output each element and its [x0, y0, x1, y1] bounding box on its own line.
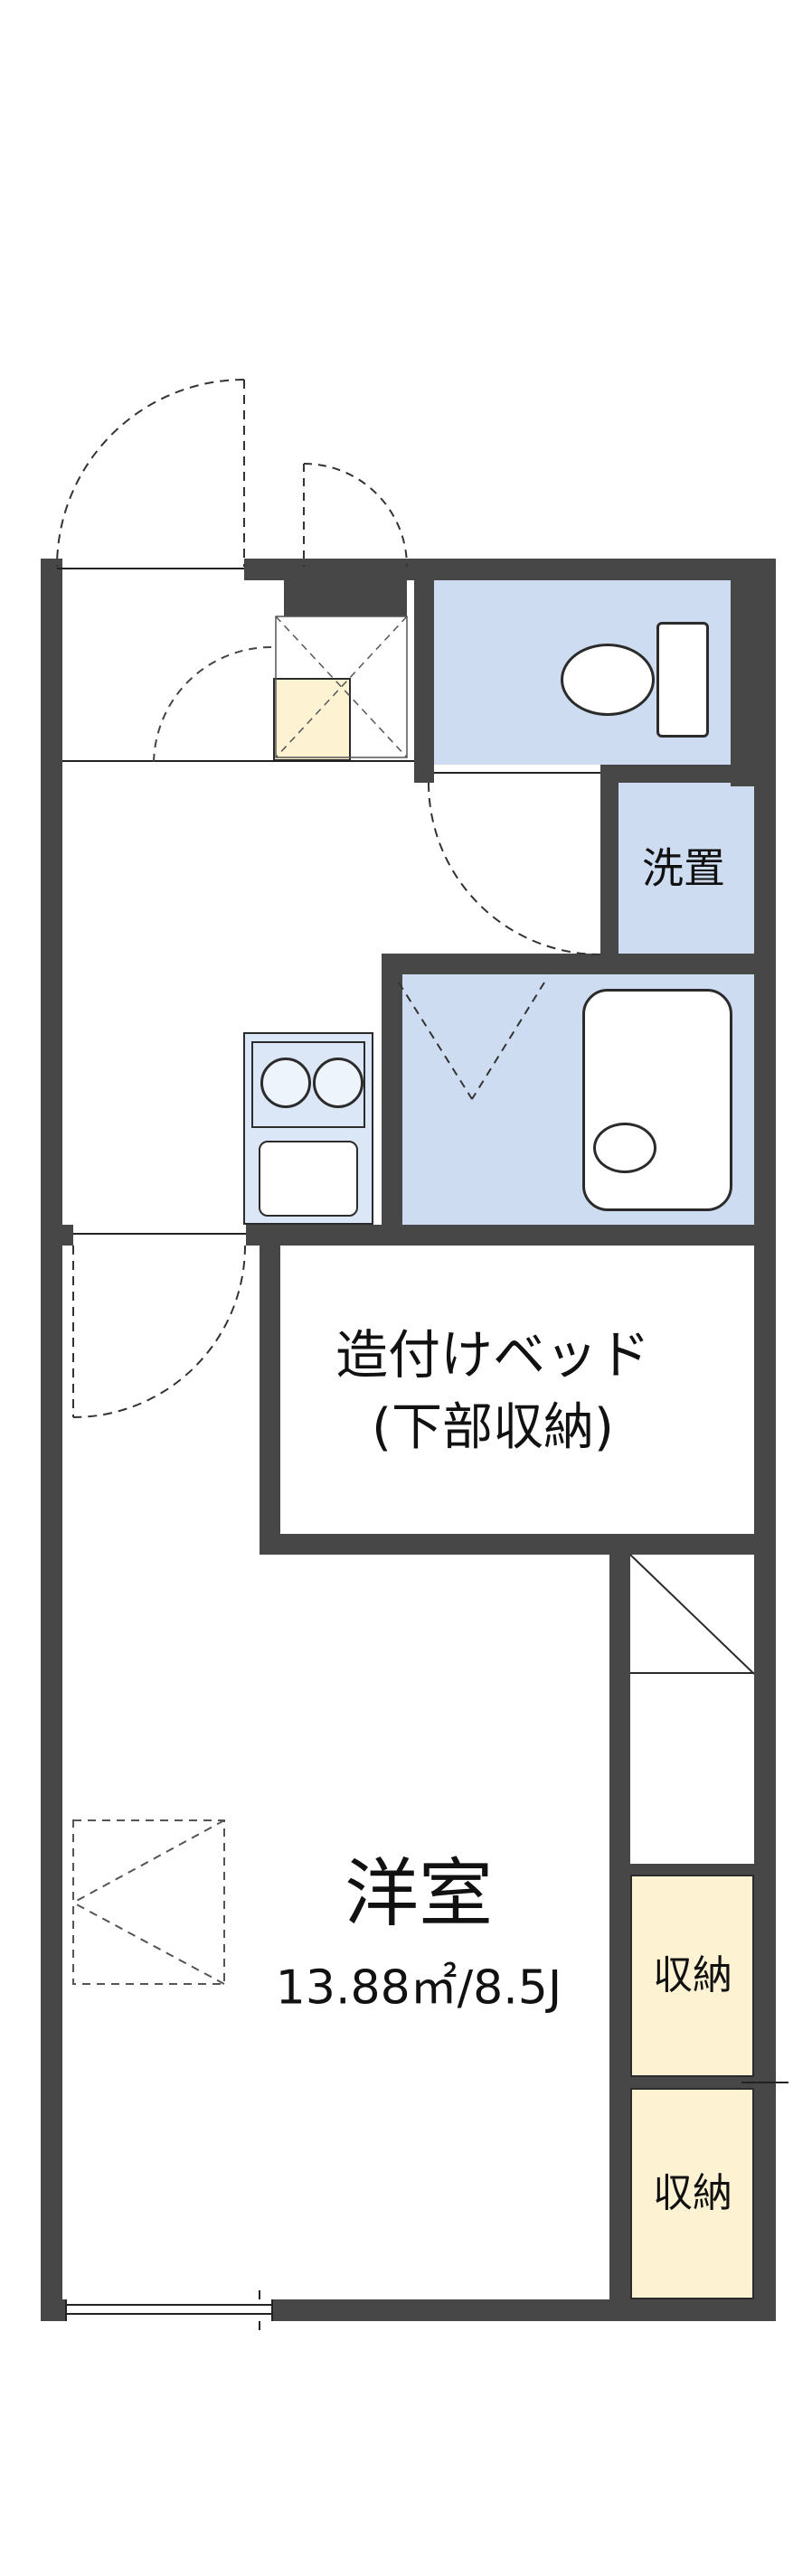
room-door-threshold [73, 1233, 246, 1235]
wall-bottom-main [273, 2299, 776, 2321]
wall-bed-top-stub [62, 1225, 73, 1246]
wall-laundry-left [600, 765, 618, 971]
kitchen-sink [259, 1141, 358, 1217]
laundry-room [618, 783, 754, 954]
room-name-label: 洋室 [344, 1850, 494, 1937]
wall-closet-divider [630, 2077, 754, 2088]
wall-bed-bottom [260, 1534, 776, 1555]
toilet-door-threshold [434, 772, 600, 774]
closet-top-label: 収納 [653, 1951, 732, 1998]
furniture-placeholder-x [72, 1819, 225, 1985]
bathtub-drain [593, 1123, 656, 1173]
front-door-arc [56, 379, 245, 568]
stove-burner-right [313, 1058, 364, 1108]
genkan-door-arc [153, 646, 272, 766]
side-cabinet [630, 1555, 754, 1674]
bed-label-line1: 造付けベッド [335, 1324, 651, 1387]
window [65, 2299, 273, 2321]
toilet-bowl [561, 644, 655, 716]
wall-bed-top [246, 1225, 776, 1246]
furniture-placeholder-outline [72, 1819, 225, 1985]
washroom-door-arc [428, 782, 601, 955]
wall-bottom-left [41, 2299, 65, 2321]
wall-entry-block [284, 559, 407, 616]
wall-closet-top [630, 1864, 754, 1875]
bed-label-line2: (下部収納) [372, 1398, 614, 1458]
room-size-label: 13.88㎡/8.5J [275, 1960, 562, 2016]
entrance-threshold [57, 568, 244, 569]
window-pane-line [67, 2304, 271, 2306]
wall-pipe-space [731, 559, 776, 786]
entry-sub-door-arc [303, 463, 408, 568]
shoe-cabinet [273, 678, 351, 761]
closet-bottom-label: 収納 [653, 2169, 732, 2216]
wall-bath-left [382, 954, 402, 1246]
wall-cabinet-left [609, 1555, 630, 2299]
wall-toilet-left [414, 580, 434, 783]
wall-bath-top [382, 954, 776, 974]
wall-top-left [41, 559, 57, 580]
bathtub [582, 989, 732, 1211]
stove [251, 1041, 365, 1128]
room-door-arc [72, 1245, 246, 1418]
wall-bed-left [260, 1225, 280, 1555]
stove-burner-left [260, 1058, 311, 1108]
genkan-step-line [62, 760, 414, 762]
wall-toilet-bottom [600, 765, 776, 783]
wall-left [41, 559, 62, 2321]
closet-bottom [630, 2088, 754, 2299]
closet-top [630, 1875, 754, 2077]
wall-right [754, 559, 776, 2321]
laundry-label: 洗置 [642, 843, 725, 893]
window-pane-line [67, 2313, 271, 2315]
toilet-tank [656, 622, 709, 738]
tick-mark-right [741, 2082, 788, 2083]
